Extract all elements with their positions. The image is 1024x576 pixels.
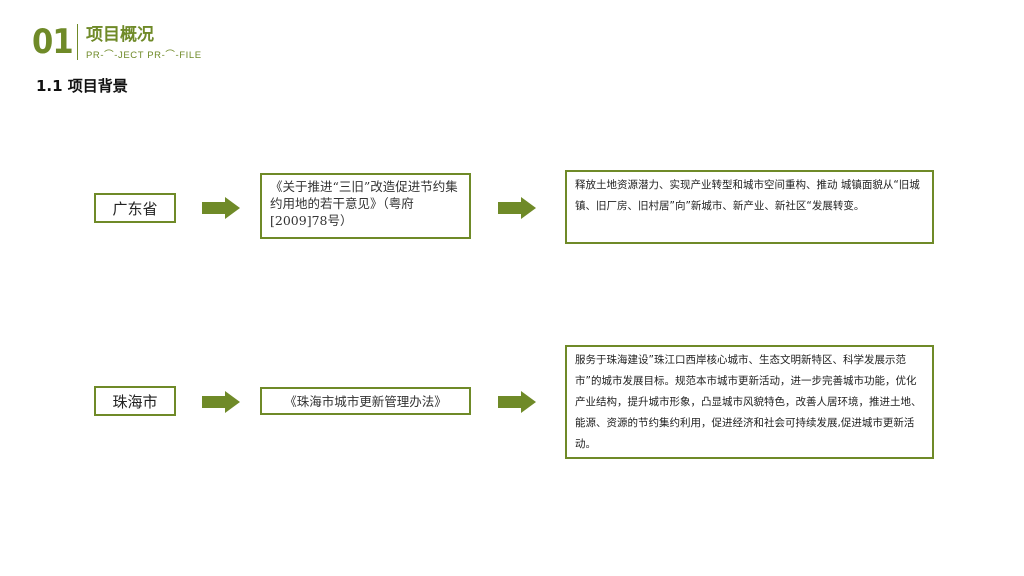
header-subtitle: PR-⌒-JECT PR-⌒-FILE (86, 50, 202, 61)
arrow-right-icon (498, 197, 536, 219)
description-text: 释放土地资源潜力、实现产业转型和城市空间重构、推动 城镇面貌从“旧城镇、旧厂房、… (575, 179, 920, 212)
description-text: 服务于珠海建设”珠江口西岸核心城市、生态文明新特区、科学发展示范市”的城市发展目… (575, 354, 922, 450)
section-title: 1.1 项目背景 (36, 77, 128, 95)
region-box-guangdong: 广东省 (94, 193, 176, 223)
arrow-right-icon (202, 391, 240, 413)
header-divider (77, 24, 78, 60)
arrow-right-icon (202, 197, 240, 219)
region-label: 珠海市 (112, 392, 158, 411)
region-box-zhuhai: 珠海市 (94, 386, 176, 416)
header-number: 01 (32, 22, 74, 62)
description-box-guangdong: 释放土地资源潜力、实现产业转型和城市空间重构、推动 城镇面貌从“旧城镇、旧厂房、… (565, 170, 934, 244)
policy-box-zhuhai: 《珠海市城市更新管理办法》 (260, 387, 471, 415)
header-title: 项目概况 (86, 25, 154, 45)
region-label: 广东省 (112, 199, 158, 218)
policy-text: 《珠海市城市更新管理办法》 (284, 393, 447, 409)
policy-box-guangdong: 《关于推进“三旧”改造促进节约集约用地的若干意见》（粤府[2009]78号） (260, 173, 471, 239)
policy-text: 《关于推进“三旧”改造促进节约集约用地的若干意见》（粤府[2009]78号） (270, 179, 458, 228)
description-box-zhuhai: 服务于珠海建设”珠江口西岸核心城市、生态文明新特区、科学发展示范市”的城市发展目… (565, 345, 934, 459)
arrow-right-icon (498, 391, 536, 413)
